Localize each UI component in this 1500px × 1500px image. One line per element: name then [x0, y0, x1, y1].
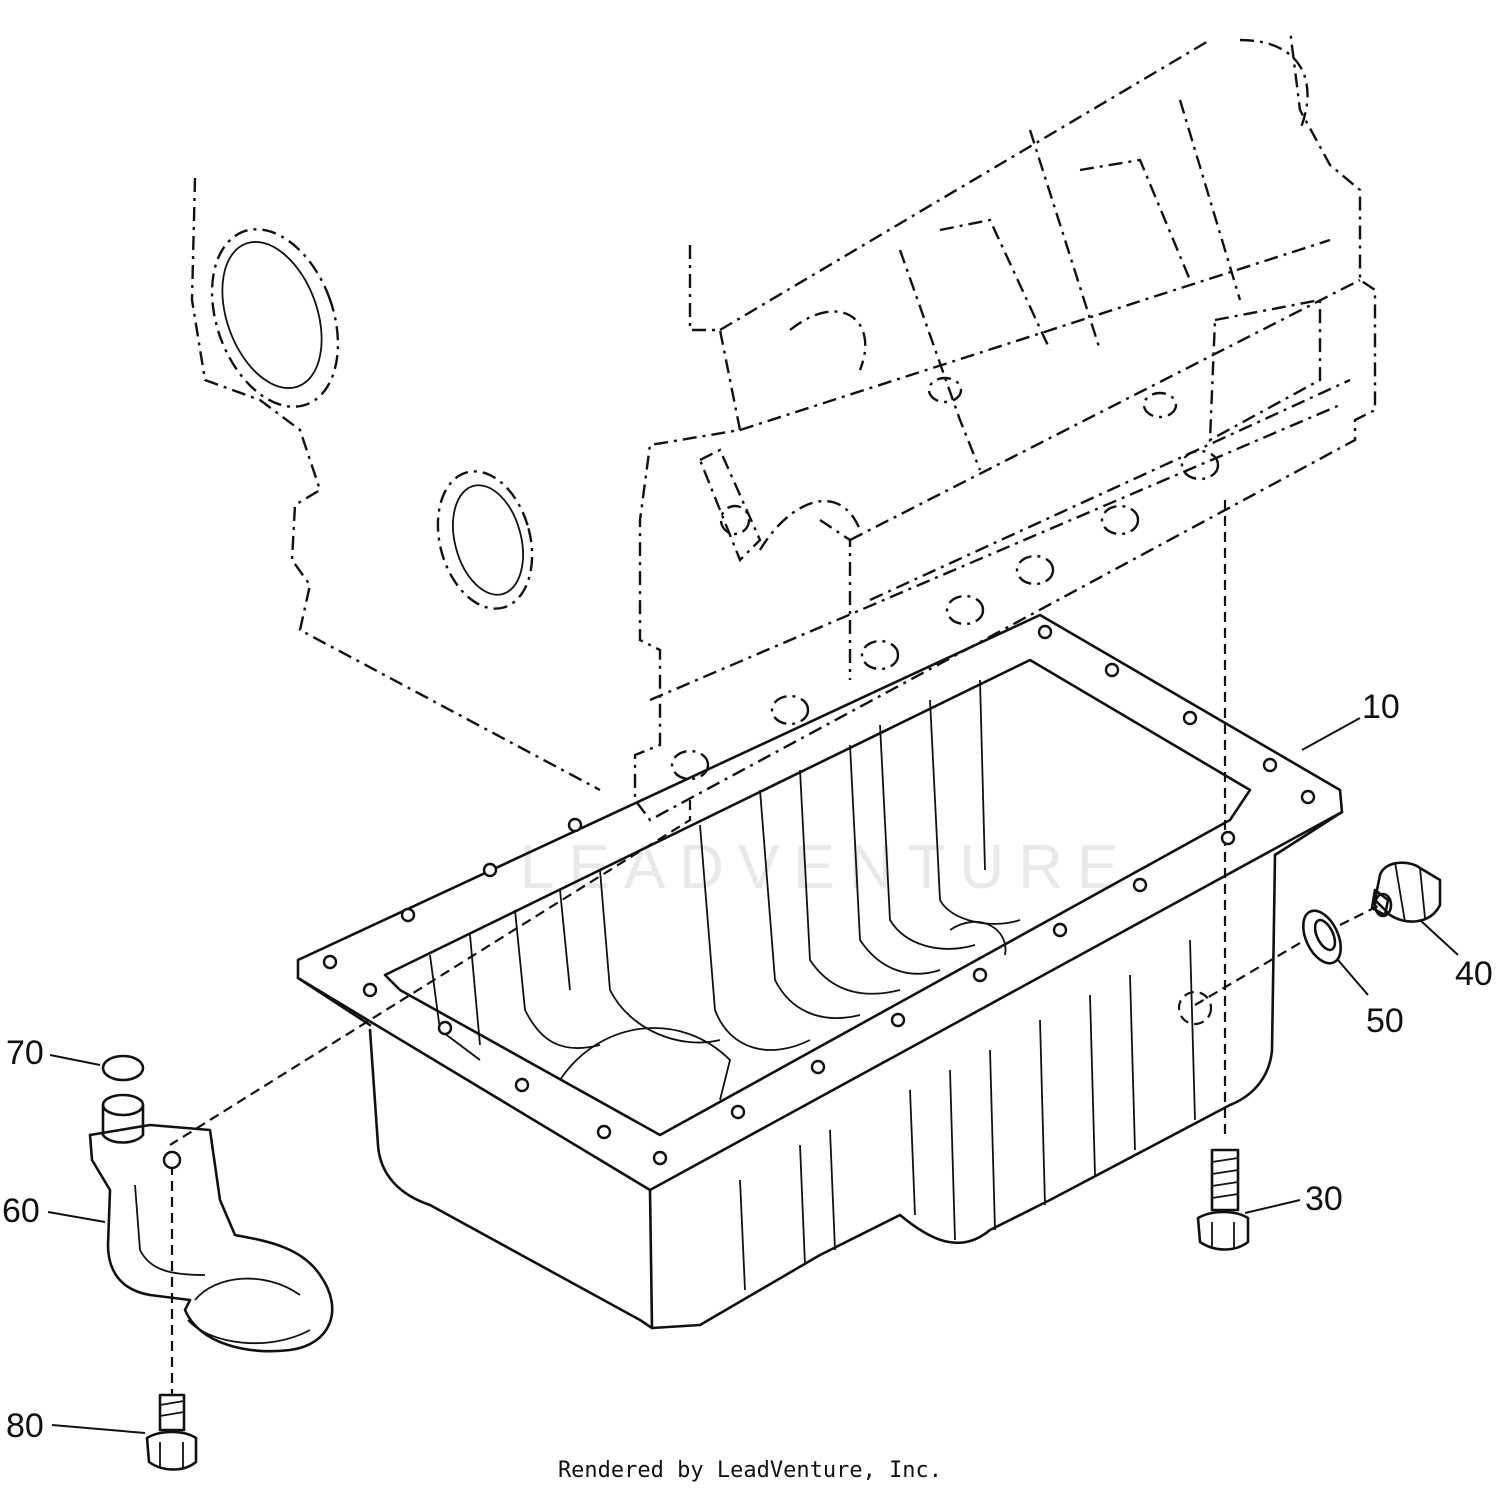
render-credit: Rendered by LeadVenture, Inc.	[557, 1458, 943, 1483]
flange-bolt-holes	[322, 624, 1316, 1166]
drain-plug-40	[1370, 861, 1442, 923]
callout-30[interactable]: 30	[1305, 1180, 1343, 1218]
callout-80[interactable]: 80	[6, 1407, 44, 1445]
bolt-80	[145, 1393, 198, 1471]
callout-leaders	[47, 717, 1459, 1434]
callout-60[interactable]: 60	[2, 1192, 40, 1230]
callout-70[interactable]: 70	[6, 1034, 44, 1072]
oil-strainer-60	[88, 1093, 334, 1353]
engine-block-phantom	[190, 29, 1377, 822]
drain-boss	[1177, 990, 1213, 1026]
oil-pan	[296, 613, 1344, 1330]
callout-10[interactable]: 10	[1362, 688, 1400, 726]
watermark-text: LEADVENTURE	[520, 833, 1132, 902]
callout-40[interactable]: 40	[1455, 955, 1493, 993]
o-ring-70	[101, 1054, 145, 1082]
bolt-30	[1196, 1148, 1250, 1251]
assembly-lines	[169, 500, 1381, 1395]
washer-50	[1301, 909, 1343, 965]
callout-50[interactable]: 50	[1366, 1002, 1404, 1040]
